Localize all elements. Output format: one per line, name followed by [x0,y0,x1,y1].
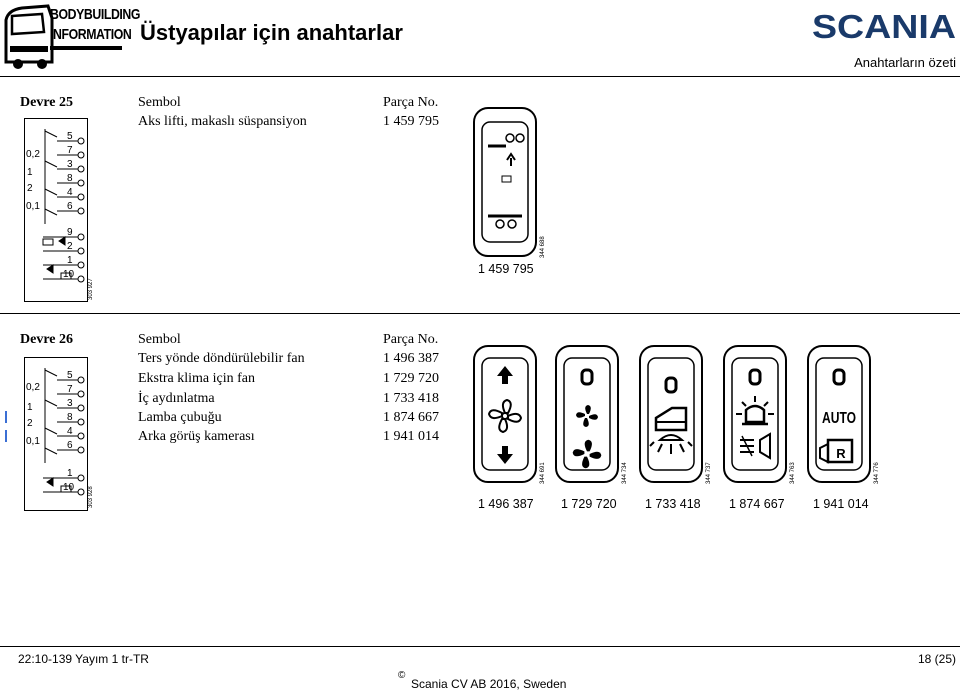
logo-text-line1: BODYBUILDING [50,6,141,23]
circuit25-row0-part: 1 459 795 [383,114,439,129]
svg-text:6: 6 [67,440,73,451]
circuit26-diagram-code: 303 928 [88,486,94,508]
svg-text:3: 3 [67,398,73,409]
switch1-code: 344 691 [540,462,546,484]
svg-text:5: 5 [67,370,73,381]
circuit26-label: Devre 26 [20,332,73,347]
fan-reverse-icon [487,366,523,464]
footer-divider [0,646,960,647]
switch-ac-fan [554,344,620,484]
page-subtitle: Anahtarların özeti [854,55,956,70]
switch5-caption: 1 941 014 [813,497,869,511]
switch4-code: 344 763 [790,462,796,484]
svg-text:4: 4 [67,426,73,437]
truck-logo-icon [4,4,54,69]
switch-lamp-bar [722,344,788,484]
switch-reversible-fan [472,344,538,484]
svg-text:0,1: 0,1 [26,436,40,447]
svg-text:8: 8 [67,173,73,184]
circuit25-switch [472,106,538,258]
circuit26-wiring-diagram: 0,2 1 2 0,1 5 7 3 8 4 6 1 10 [24,357,88,511]
switch3-caption: 1 733 418 [645,497,701,511]
document-number: 22:10-139 Yayım 1 tr-TR [18,652,149,666]
circuit25-switch-caption: 1 459 795 [478,262,534,276]
change-bar-2 [5,430,7,442]
section-divider [0,313,960,314]
circuit26-row1-symbol: Ekstra klima için fan [138,371,256,386]
symbol-column-header: Sembol [138,95,181,110]
svg-text:0,2: 0,2 [26,382,40,393]
svg-text:0,2: 0,2 [26,149,40,160]
svg-text:1: 1 [67,468,73,479]
circuit26-row3-symbol: Lamba çubuğu [138,410,222,425]
svg-text:10: 10 [63,269,75,280]
circuit26-row0-symbol: Ters yönde döndürülebilir fan [138,351,305,366]
svg-text:1: 1 [27,402,33,413]
switch1-caption: 1 496 387 [478,497,534,511]
circuit25-wiring-diagram: 0,2 1 2 0,1 5 7 3 8 4 6 9 2 1 10 [24,118,88,302]
svg-text:9: 9 [67,227,73,238]
circuit25-row0-symbol: Aks lifti, makaslı süspansiyon [138,114,307,129]
switch2-caption: 1 729 720 [561,497,617,511]
circuit26-row0-part: 1 496 387 [383,351,439,366]
switch2-code: 344 734 [622,462,628,484]
rear-camera-icon: AUTO R [819,368,856,464]
circuit26-row4-part: 1 941 014 [383,429,439,444]
lamp-bar-icon [736,368,774,460]
switch-rear-camera: AUTO R [806,344,872,484]
scania-logo: SCANIA [810,8,958,45]
svg-text:1: 1 [27,167,33,178]
svg-text:8: 8 [67,412,73,423]
switch-interior-light [638,344,704,484]
part-no-column-header: Parça No. [383,95,439,110]
svg-text:1: 1 [67,255,73,266]
circuit25-switch-code: 344 688 [540,236,546,258]
circuit25-label: Devre 25 [20,95,73,110]
fan-icon [572,368,602,469]
copyright-text: Scania CV AB 2016, Sweden [411,677,567,691]
circuit26-row2-symbol: İç aydınlatma [138,391,215,406]
r-label: R [836,446,846,461]
svg-text:4: 4 [67,187,73,198]
change-bar-1 [5,411,7,423]
brand-name: SCANIA [812,8,956,44]
svg-text:2: 2 [27,418,33,429]
switch5-code: 344 776 [874,462,880,484]
svg-text:7: 7 [67,384,73,395]
bodybuilding-logo: BODYBUILDING INFORMATION [2,2,140,70]
copyright-symbol: © [398,670,406,681]
switch4-caption: 1 874 667 [729,497,785,511]
svg-text:2: 2 [67,241,73,252]
circuit26-row3-part: 1 874 667 [383,410,439,425]
header-divider [0,76,960,77]
svg-text:6: 6 [67,201,73,212]
svg-text:10: 10 [63,482,75,493]
svg-text:3: 3 [67,159,73,170]
page-title: Üstyapılar için anahtarlar [140,20,403,45]
svg-text:7: 7 [67,145,73,156]
part-no-column-header-26: Parça No. [383,332,439,347]
circuit26-row1-part: 1 729 720 [383,371,439,386]
circuit25-diagram-code: 303 927 [88,278,94,300]
svg-text:2: 2 [27,183,33,194]
auto-label: AUTO [822,410,856,427]
symbol-column-header-26: Sembol [138,332,181,347]
svg-text:5: 5 [67,131,73,142]
svg-text:0,1: 0,1 [26,201,40,212]
circuit26-row2-part: 1 733 418 [383,391,439,406]
interior-light-icon [649,376,693,454]
switch3-code: 344 737 [706,462,712,484]
page-number: 18 (25) [917,652,956,666]
logo-text-line2: INFORMATION [50,26,132,43]
circuit26-row4-symbol: Arka görüş kamerası [138,429,255,444]
